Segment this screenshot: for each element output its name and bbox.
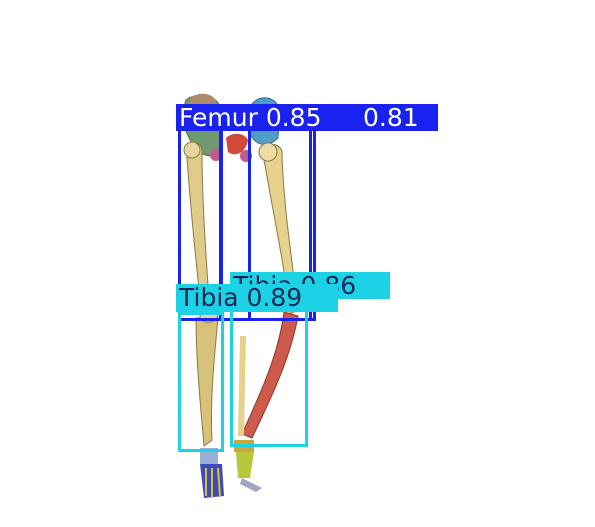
femur-label-left: Femur 0.85 [176, 104, 362, 131]
tibia-box-left [178, 312, 224, 452]
pelvis-center [226, 133, 248, 155]
tibia-box-right [230, 298, 308, 447]
tibia-left [195, 317, 219, 447]
femur-label-right: 0.81 [360, 104, 438, 131]
tibia-right-thin [238, 336, 246, 436]
tibia-label-front: Tibia 0.89 [176, 284, 338, 312]
foot-right [236, 452, 254, 478]
femur-left [185, 142, 211, 317]
femur-right [261, 143, 299, 315]
fibula-right [241, 311, 299, 439]
